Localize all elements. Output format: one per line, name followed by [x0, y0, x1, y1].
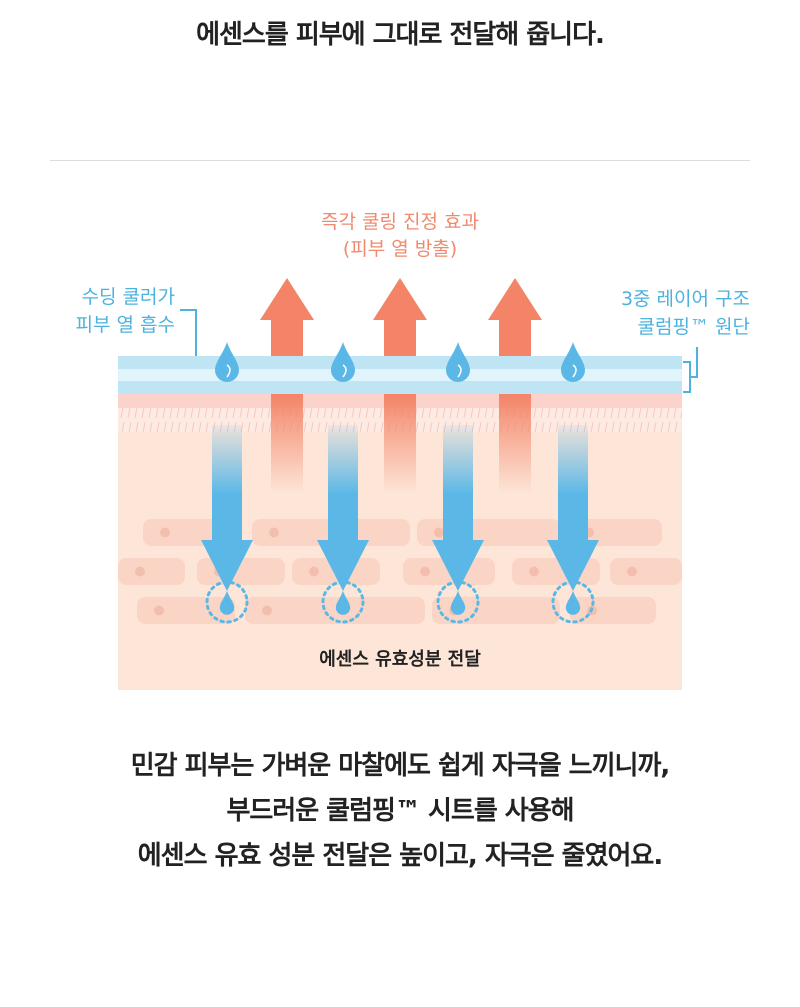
essence-down-arrow-shaft — [558, 425, 588, 540]
skin-cell — [245, 597, 425, 624]
absorption-circle — [551, 580, 595, 624]
essence-down-arrow-head — [317, 540, 369, 591]
fabric-layer-middle — [118, 369, 682, 381]
right-bracket-leader — [690, 347, 698, 378]
left-label-2: 피부 열 흡수 — [76, 314, 175, 336]
summary-line: 민감 피부는 가벼운 마찰에도 쉽게 자극을 느끼니까, — [130, 751, 671, 781]
heat-up-arrow — [373, 278, 427, 356]
cell-nucleus — [154, 605, 164, 616]
essence-down-arrow-shaft — [443, 425, 473, 540]
divider — [50, 160, 750, 161]
essence-drop-icon — [335, 590, 351, 615]
essence-down-arrow-head — [201, 540, 253, 591]
drop-highlight — [342, 364, 347, 378]
cell-nucleus — [627, 566, 637, 577]
cell-nucleus — [529, 566, 539, 577]
water-drop-icon — [561, 342, 585, 382]
water-drop-icon — [446, 342, 470, 382]
essence-down-arrow-head — [547, 540, 599, 591]
summary-line: 부드러운 쿨럼핑™ 시트를 사용해 — [226, 796, 574, 826]
absorption-circle — [321, 580, 365, 624]
summary-text: 민감 피부는 가벼운 마찰에도 쉽게 자극을 느끼니까, 부드러운 쿨럼핑™ 시… — [0, 744, 800, 879]
cell-nucleus — [160, 527, 170, 538]
drop-highlight — [457, 364, 462, 378]
left-label-1: 수딩 쿨러가 — [82, 286, 175, 308]
heat-up-arrow — [260, 278, 314, 356]
skin-cell — [118, 558, 185, 585]
absorption-circle — [436, 580, 480, 624]
skin-cell — [610, 558, 682, 585]
cell-nucleus — [420, 566, 430, 577]
cooling-title-1: 즉각 쿨링 진정 효과 — [321, 211, 479, 233]
skin-cell — [567, 519, 662, 546]
cooling-title-2: (피부 열 방출) — [343, 238, 457, 260]
right-bracket — [683, 361, 691, 393]
cell-nucleus — [434, 527, 444, 538]
heat-up-arrow — [488, 278, 542, 356]
cell-nucleus — [135, 566, 145, 577]
heat-release-column — [384, 394, 416, 494]
essence-down-arrow-head — [432, 540, 484, 591]
heat-release-column — [499, 394, 531, 494]
left-bracket — [180, 309, 197, 375]
cell-nucleus — [269, 527, 279, 538]
intro-text: 에센스를 피부에 그대로 전달해 줍니다. — [196, 20, 605, 50]
water-drop-icon — [331, 342, 355, 382]
essence-down-arrow-shaft — [328, 425, 358, 540]
essence-down-arrow-shaft — [212, 425, 242, 540]
cell-nucleus — [309, 566, 319, 577]
water-drop-icon — [215, 342, 239, 382]
right-label-1: 3중 레이어 구조 — [621, 288, 750, 310]
drop-highlight — [226, 364, 231, 378]
fabric-layer-bottom — [118, 381, 682, 394]
right-label-2: 쿨럼핑™ 원단 — [638, 316, 750, 338]
heat-release-column — [271, 394, 303, 494]
essence-drop-icon — [565, 590, 581, 615]
absorption-circle — [205, 580, 249, 624]
drop-highlight — [572, 364, 577, 378]
skin-cell — [137, 597, 235, 624]
essence-drop-icon — [450, 590, 466, 615]
cell-nucleus — [262, 605, 272, 616]
essence-delivery-label: 에센스 유효성분 전달 — [319, 649, 481, 670]
fabric-layer-top — [118, 356, 682, 369]
essence-drop-icon — [219, 590, 235, 615]
summary-line: 에센스 유효 성분 전달은 높이고, 자극은 줄였어요. — [137, 841, 663, 871]
